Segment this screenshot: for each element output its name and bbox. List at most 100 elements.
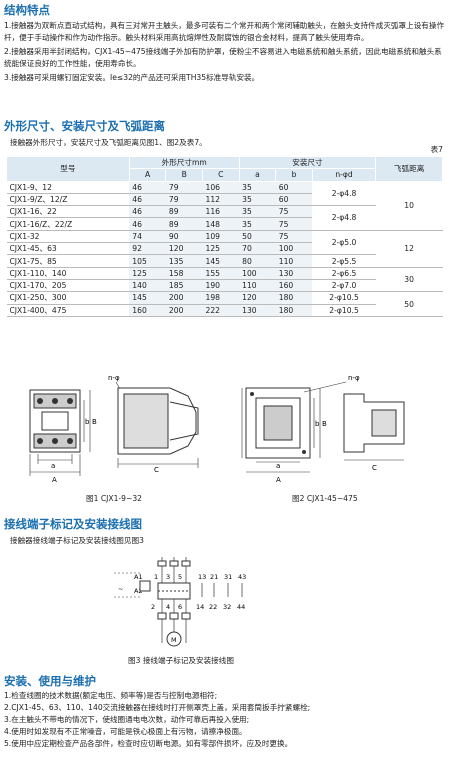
- cell-A: 92: [129, 242, 166, 256]
- cell-a: 70: [239, 242, 276, 256]
- cell-b: 100: [275, 242, 313, 256]
- header-A: A: [128, 168, 167, 182]
- cell-A: 46: [129, 217, 166, 231]
- cell-b: 180: [275, 304, 313, 317]
- structure-item: 3.接触器可采用螺钉固定安装。Ie≤32的产品还可采用TH35标准导轨安装。: [4, 73, 260, 82]
- cell-C: 109: [202, 230, 240, 244]
- dim-a: a: [276, 462, 280, 470]
- wiring-intro: 接触器接线端子标记及安装接线图见图3: [10, 536, 144, 545]
- cell-arc: 30: [375, 267, 443, 293]
- cell-C: 112: [202, 193, 240, 207]
- aux-13: 13: [198, 573, 206, 581]
- cell-A: 160: [129, 304, 166, 317]
- header-arc: 飞弧距离: [375, 156, 443, 182]
- dim-B: B: [92, 418, 97, 426]
- cell-nd: 2-φ5.5: [312, 254, 376, 268]
- cell-C: 222: [202, 304, 240, 317]
- cell-a: 80: [239, 254, 276, 268]
- cell-model: CJX1-110、140: [6, 267, 130, 280]
- maintenance-item: 4.使用时如发现有不正常噪音，可能是铁心极面上有污物，请擦净极面。: [4, 727, 247, 736]
- aux-22: 22: [209, 603, 217, 611]
- cell-C: 190: [202, 279, 240, 293]
- cell-nd: 2-φ10.5: [312, 291, 376, 305]
- cell-B: 79: [165, 193, 203, 207]
- table-number: 表7: [430, 145, 443, 154]
- figure-1-caption: 图1 CJX1-9~32: [86, 494, 143, 503]
- cell-b: 130: [275, 267, 313, 280]
- maintenance-item: 3.在主触头不带电的情况下，使线圈通电电次数，动作可靠后再投入使用;: [4, 715, 250, 724]
- cell-A: 125: [129, 267, 166, 280]
- table-row: CJX1-9、12 46 79 106 35 60 2-φ4.8 10: [6, 181, 443, 231]
- coil-A2: A2: [134, 587, 143, 595]
- dim-a: a: [51, 462, 55, 470]
- figure-1-drawing: a A b B n-φ C: [29, 374, 199, 484]
- cell-A: 145: [129, 291, 166, 305]
- cell-model: CJX1-16/Z、22/Z: [6, 217, 130, 231]
- aux-44: 44: [237, 603, 245, 611]
- cell-nd: 2-φ4.8: [312, 181, 376, 207]
- cell-B: 200: [165, 304, 203, 317]
- dim-n: n-φ: [108, 374, 120, 382]
- cell-nd: 2-φ6.5: [312, 267, 376, 280]
- maintenance-item: 5.使用中应定期检查产品各部件，检查时应切断电源。如有零部件损坏，应及时更换。: [4, 739, 293, 748]
- cell-B: 89: [165, 217, 203, 231]
- cell-model: CJX1-9、12: [6, 181, 130, 194]
- table-row: CJX1-45、63 92 120 125 70 100: [6, 242, 443, 256]
- cell-b: 180: [275, 291, 313, 305]
- cell-b: 60: [275, 193, 313, 207]
- cell-B: 158: [165, 267, 203, 280]
- header-nd: n-φd: [311, 168, 377, 182]
- cell-a: 50: [239, 230, 276, 244]
- cell-a: 100: [239, 267, 276, 280]
- cell-A: 105: [129, 254, 166, 268]
- cell-model: CJX1-9/Z、12/Z: [6, 193, 130, 207]
- cell-model: CJX1-170、205: [6, 279, 130, 293]
- structure-text: 1.接触器为双断点直动式结构，具有三对常开主触头，最多可装有二个常开和两个常闭辅…: [4, 20, 447, 84]
- table-row: CJX1-75、85 105 135 145 80 110 2-φ5.5: [6, 254, 443, 268]
- coil-A1: A1: [134, 573, 143, 581]
- dim-B: B: [322, 420, 327, 428]
- terminal-4: 4: [166, 603, 170, 611]
- header-b: b: [275, 168, 313, 182]
- dimensions-intro: 接触器外形尺寸，安装尺寸及飞弧距离见图1、图2及表7。: [10, 138, 207, 147]
- table-row: CJX1-16/Z、22/Z 46 89 148 35 75: [6, 217, 443, 231]
- cell-arc: 50: [375, 291, 443, 317]
- cell-b: 110: [275, 254, 313, 268]
- figure-2-caption: 图2 CJX1-45~475: [292, 494, 358, 503]
- cell-A: 46: [129, 205, 166, 219]
- cell-a: 35: [239, 181, 276, 194]
- terminal-1: 1: [154, 573, 158, 581]
- cell-C: 145: [202, 254, 240, 268]
- header-outline: 外形尺寸mm: [128, 155, 240, 170]
- cell-a: 110: [239, 279, 276, 293]
- motor-label: M: [171, 636, 177, 644]
- aux-31: 31: [224, 573, 232, 581]
- ac-symbol: ~: [118, 585, 123, 593]
- maintenance-item: 2.CJX1-45、63、110、140交流接触器在接线时打开侧罩壳上盖，采用套…: [4, 703, 311, 712]
- motor-icon: [166, 631, 182, 647]
- cell-b: 75: [275, 205, 313, 219]
- cell-A: 140: [129, 279, 166, 293]
- table-row: CJX1-9/Z、12/Z 46 79 112 35 60: [6, 193, 443, 207]
- section-title-dimensions: 外形尺寸、安装尺寸及飞弧距离: [4, 119, 165, 133]
- aux-14: 14: [196, 603, 204, 611]
- cell-C: 155: [202, 267, 240, 280]
- figure-3-wiring-diagram: 1 3 5 2 4 6 M A1 A2 ~ 13 21 31 43 14 22 …: [114, 557, 246, 647]
- dim-C: C: [154, 466, 159, 474]
- cell-model: CJX1-45、63: [6, 242, 130, 256]
- table-row: CJX1-250、300 145 200 198 120 180 2-φ10.5…: [6, 291, 443, 317]
- table-row: CJX1-16、22 46 89 116 35 75 2-φ4.8: [6, 205, 443, 231]
- cell-a: 120: [239, 291, 276, 305]
- cell-model: CJX1-400、475: [6, 304, 130, 317]
- section-title-wiring: 接线端子标记及安装接线图: [4, 517, 142, 531]
- cell-b: 60: [275, 181, 313, 194]
- terminal-5: 5: [178, 573, 182, 581]
- section-title-maintenance: 安装、使用与维护: [4, 674, 96, 688]
- cell-arc: 12: [375, 230, 443, 268]
- cell-C: 198: [202, 291, 240, 305]
- dim-b: b: [315, 420, 320, 428]
- cell-model: CJX1-16、22: [6, 205, 130, 219]
- cell-A: 46: [129, 193, 166, 207]
- cell-model: CJX1-250、300: [6, 291, 130, 305]
- cell-a: 35: [239, 217, 276, 231]
